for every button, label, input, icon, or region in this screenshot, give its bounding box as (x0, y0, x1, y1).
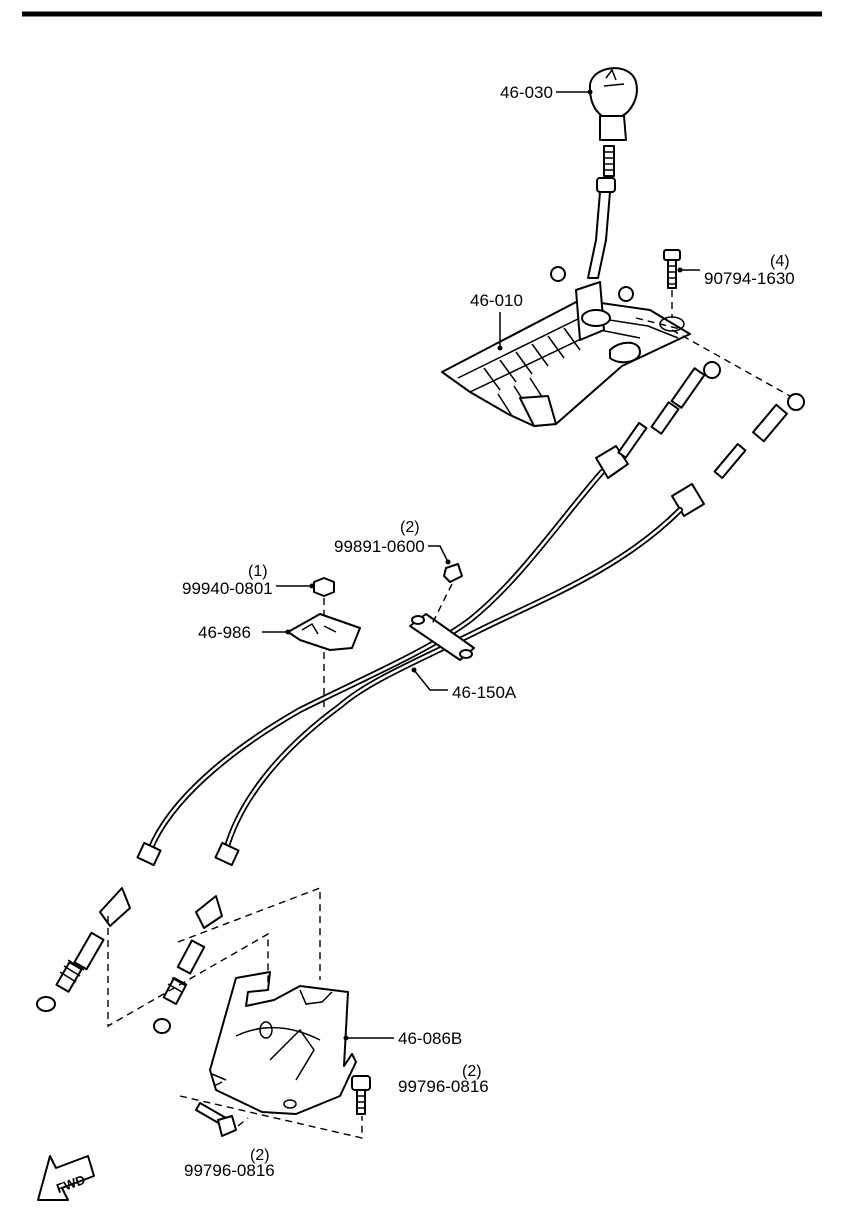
label-bolt-top-qty: (4) (770, 253, 790, 270)
label-shifter: 46-010 (470, 291, 523, 310)
cable-end-lower[interactable] (671, 393, 805, 517)
bracket-nut[interactable] (313, 577, 335, 597)
label-nut-bracket: 99940-0801 (182, 579, 273, 598)
label-bracket: 46-086B (398, 1029, 462, 1048)
cable-end-left[interactable] (36, 841, 162, 1012)
label-clip: 46-986 (198, 623, 251, 642)
label-bolt-right-qty: (2) (462, 1063, 482, 1080)
label-nut-cable: 99891-0600 (334, 537, 425, 556)
bracket-bolt-left[interactable] (195, 1102, 237, 1137)
label-bolt-left-qty: (2) (250, 1147, 270, 1164)
shifter-bolt[interactable] (663, 249, 681, 289)
label-nut-bracket-qty: (1) (248, 563, 268, 580)
label-bolt-top: 90794-1630 (704, 269, 795, 288)
cable-end-right[interactable] (153, 841, 240, 1034)
shift-cable-assembly[interactable] (147, 469, 683, 853)
assembly-dashed-lines (107, 886, 363, 1139)
label-nut-cable-qty: (2) (400, 519, 420, 536)
cable-end-upper[interactable] (595, 361, 721, 479)
cable-nut[interactable] (443, 563, 463, 583)
mount-dashed-line (671, 329, 791, 397)
label-bolt-left: 99796-0816 (184, 1161, 275, 1180)
cable-clip[interactable] (287, 613, 361, 651)
label-cable: 46-150A (452, 683, 517, 702)
fwd-arrow-icon: FWD (37, 1155, 95, 1201)
mount-dashed-line-2 (635, 317, 685, 331)
label-bolt-right: 99796-0816 (398, 1077, 489, 1096)
bracket-bolt-right[interactable] (351, 1075, 371, 1115)
shift-knob[interactable] (588, 67, 638, 193)
shift-lever[interactable] (587, 191, 611, 279)
shifter-base[interactable] (441, 266, 691, 427)
leader-lines (262, 89, 700, 1041)
cable-bracket[interactable] (209, 971, 357, 1115)
cable-nut-dashed (431, 583, 453, 625)
label-knob: 46-030 (500, 83, 553, 102)
